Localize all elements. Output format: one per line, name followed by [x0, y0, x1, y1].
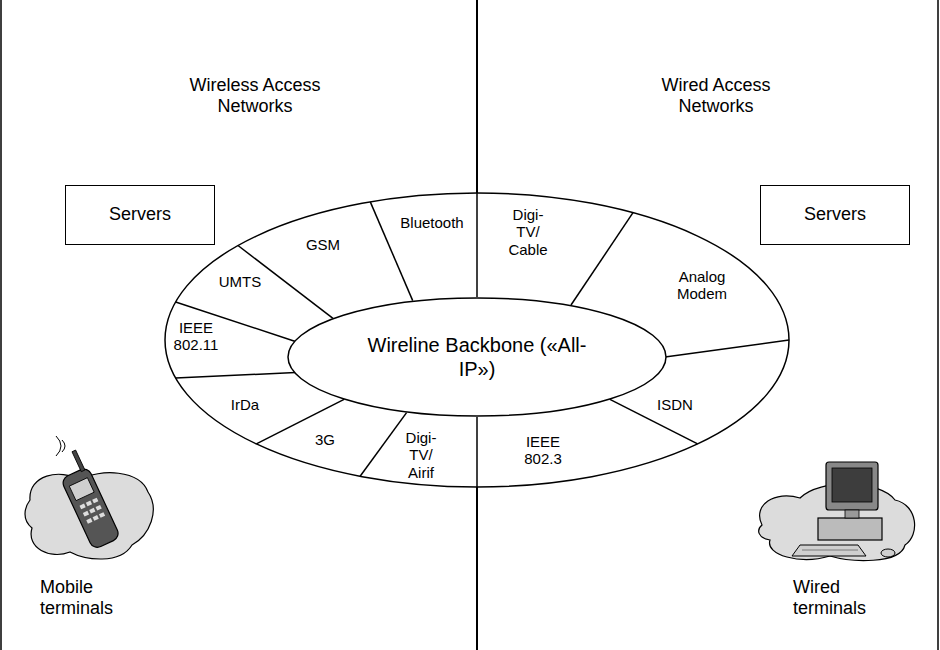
divider-line	[476, 417, 478, 650]
server-box: Servers	[65, 185, 215, 245]
network-label: Bluetooth	[400, 214, 463, 231]
network-label: Digi-TV/ Airif	[406, 429, 437, 481]
server-box: Servers	[760, 185, 910, 245]
mobile-phone-icon	[25, 436, 153, 559]
region-heading: Wireless Access Networks	[185, 75, 325, 116]
backbone-ellipse: Wireline Backbone («All-IP»)	[287, 297, 667, 417]
terminal-caption: Mobile terminals	[40, 577, 113, 618]
network-label: 3G	[315, 431, 335, 448]
terminal-caption: Wired terminals	[793, 577, 866, 618]
network-label: GSM	[306, 236, 340, 253]
node-text: Servers	[109, 204, 171, 226]
node-text: Servers	[804, 204, 866, 226]
network-label: IEEE 802.11	[174, 319, 219, 354]
network-label: ISDN	[657, 396, 693, 413]
network-label: IrDa	[231, 396, 259, 413]
ring-divider	[476, 193, 478, 297]
desktop-computer-icon	[759, 462, 915, 560]
ring-divider	[665, 340, 789, 357]
network-label: IEEE 802.3	[524, 433, 562, 468]
network-label: Analog Modem	[677, 268, 727, 303]
ring-divider	[571, 213, 633, 305]
ring-dividers	[176, 202, 789, 476]
network-label: UMTS	[219, 273, 262, 290]
divider-line	[476, 0, 478, 297]
ellipse-outline	[287, 297, 667, 417]
network-label: Digi-TV/ Cable	[508, 206, 547, 258]
access-ring	[165, 193, 789, 487]
node-text: Wireline Backbone («All-IP»)	[357, 333, 597, 381]
region-heading: Wired Access Networks	[646, 75, 786, 116]
ring-divider	[176, 373, 296, 379]
ring-divider	[360, 413, 406, 477]
ring-divider	[476, 417, 478, 487]
